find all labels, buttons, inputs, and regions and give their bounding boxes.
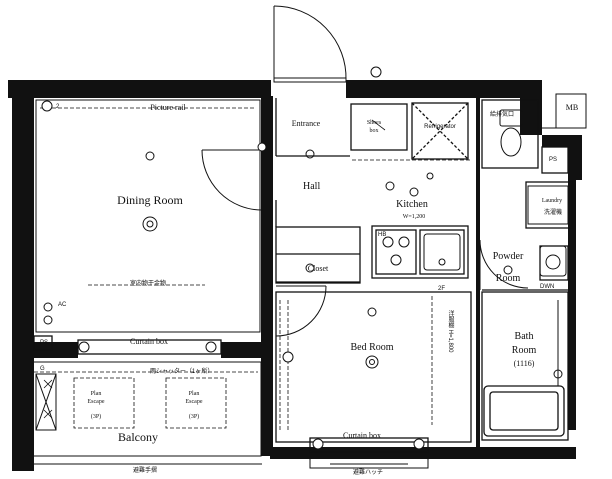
g-mark-label: G — [40, 366, 45, 372]
shoes-box-line1: Shoes — [366, 120, 382, 126]
dwn-label: DWN — [540, 284, 555, 290]
entrance-label: Entrance — [291, 119, 321, 128]
vent-marks — [43, 119, 386, 419]
laundry-jp-label: 洗濯機 — [543, 210, 563, 216]
bath-room-line1: Bath — [514, 331, 534, 342]
refrigerator-label: Refrigerator — [424, 124, 456, 130]
plan-escape-right-count: (3P) — [188, 414, 200, 420]
balcony-label: Balcony — [118, 430, 158, 444]
shoes-box-line2: box — [369, 128, 379, 134]
curtain-box-left-label: Curtain box — [130, 337, 168, 346]
kitchen-appliance-label: HB — [378, 232, 387, 238]
closet-label: Closet — [307, 264, 329, 273]
tel-number-label: 2 — [56, 104, 60, 110]
outlet-2f-label: 2F — [438, 286, 446, 292]
interior-walls — [33, 98, 573, 453]
shutter-label: 雨シャッター（1ヶ所） — [150, 369, 214, 375]
bath-room-line2: Room — [511, 345, 537, 356]
hall-label: Hall — [303, 181, 321, 192]
picture-rail-label: Picture rail — [150, 103, 186, 112]
plan-escape-right-line1: Plan — [188, 391, 200, 397]
doors — [201, 5, 529, 337]
plan-escape-left-line1: Plan — [90, 391, 102, 397]
ac-label: AC — [58, 302, 67, 308]
bottom-hatch-label: 避難ハッチ — [352, 470, 384, 476]
plan-escape-left-line2: Escape — [87, 399, 105, 405]
vent-label: 給排気口 — [490, 112, 515, 118]
powder-room-line1: Powder — [492, 251, 524, 262]
plan-escape-left-count: (3P) — [90, 414, 102, 420]
bedroom-label: Bed Room — [350, 342, 394, 353]
dining-room-label: Dining Room — [117, 193, 183, 207]
plan-escape-right-line2: Escape — [185, 399, 203, 405]
curtain-box-right-label: Curtain box — [343, 431, 381, 440]
wardrobe-note: 洋服棚 H=1,800 — [447, 310, 453, 353]
bath-room-size: (1116) — [513, 359, 535, 368]
bottom-window — [309, 453, 429, 469]
fixtures — [35, 109, 569, 431]
ps-left-label: PS — [40, 340, 49, 346]
curtain-circles — [41, 66, 425, 450]
mb-label: MB — [565, 103, 579, 112]
handrail-label: 避難手摺 — [132, 468, 158, 474]
kitchen-label: Kitchen — [396, 199, 428, 210]
hanger-hardware-label: 室内物干金物 — [129, 281, 167, 287]
powder-room-line2: Room — [495, 273, 521, 284]
laundry-label: Laundry — [541, 198, 563, 204]
ps-right-label: PS — [549, 157, 558, 163]
kitchen-width-label: W=1,200 — [402, 214, 426, 220]
dashed-lines — [34, 107, 472, 430]
wall-outlines — [27, 93, 587, 465]
